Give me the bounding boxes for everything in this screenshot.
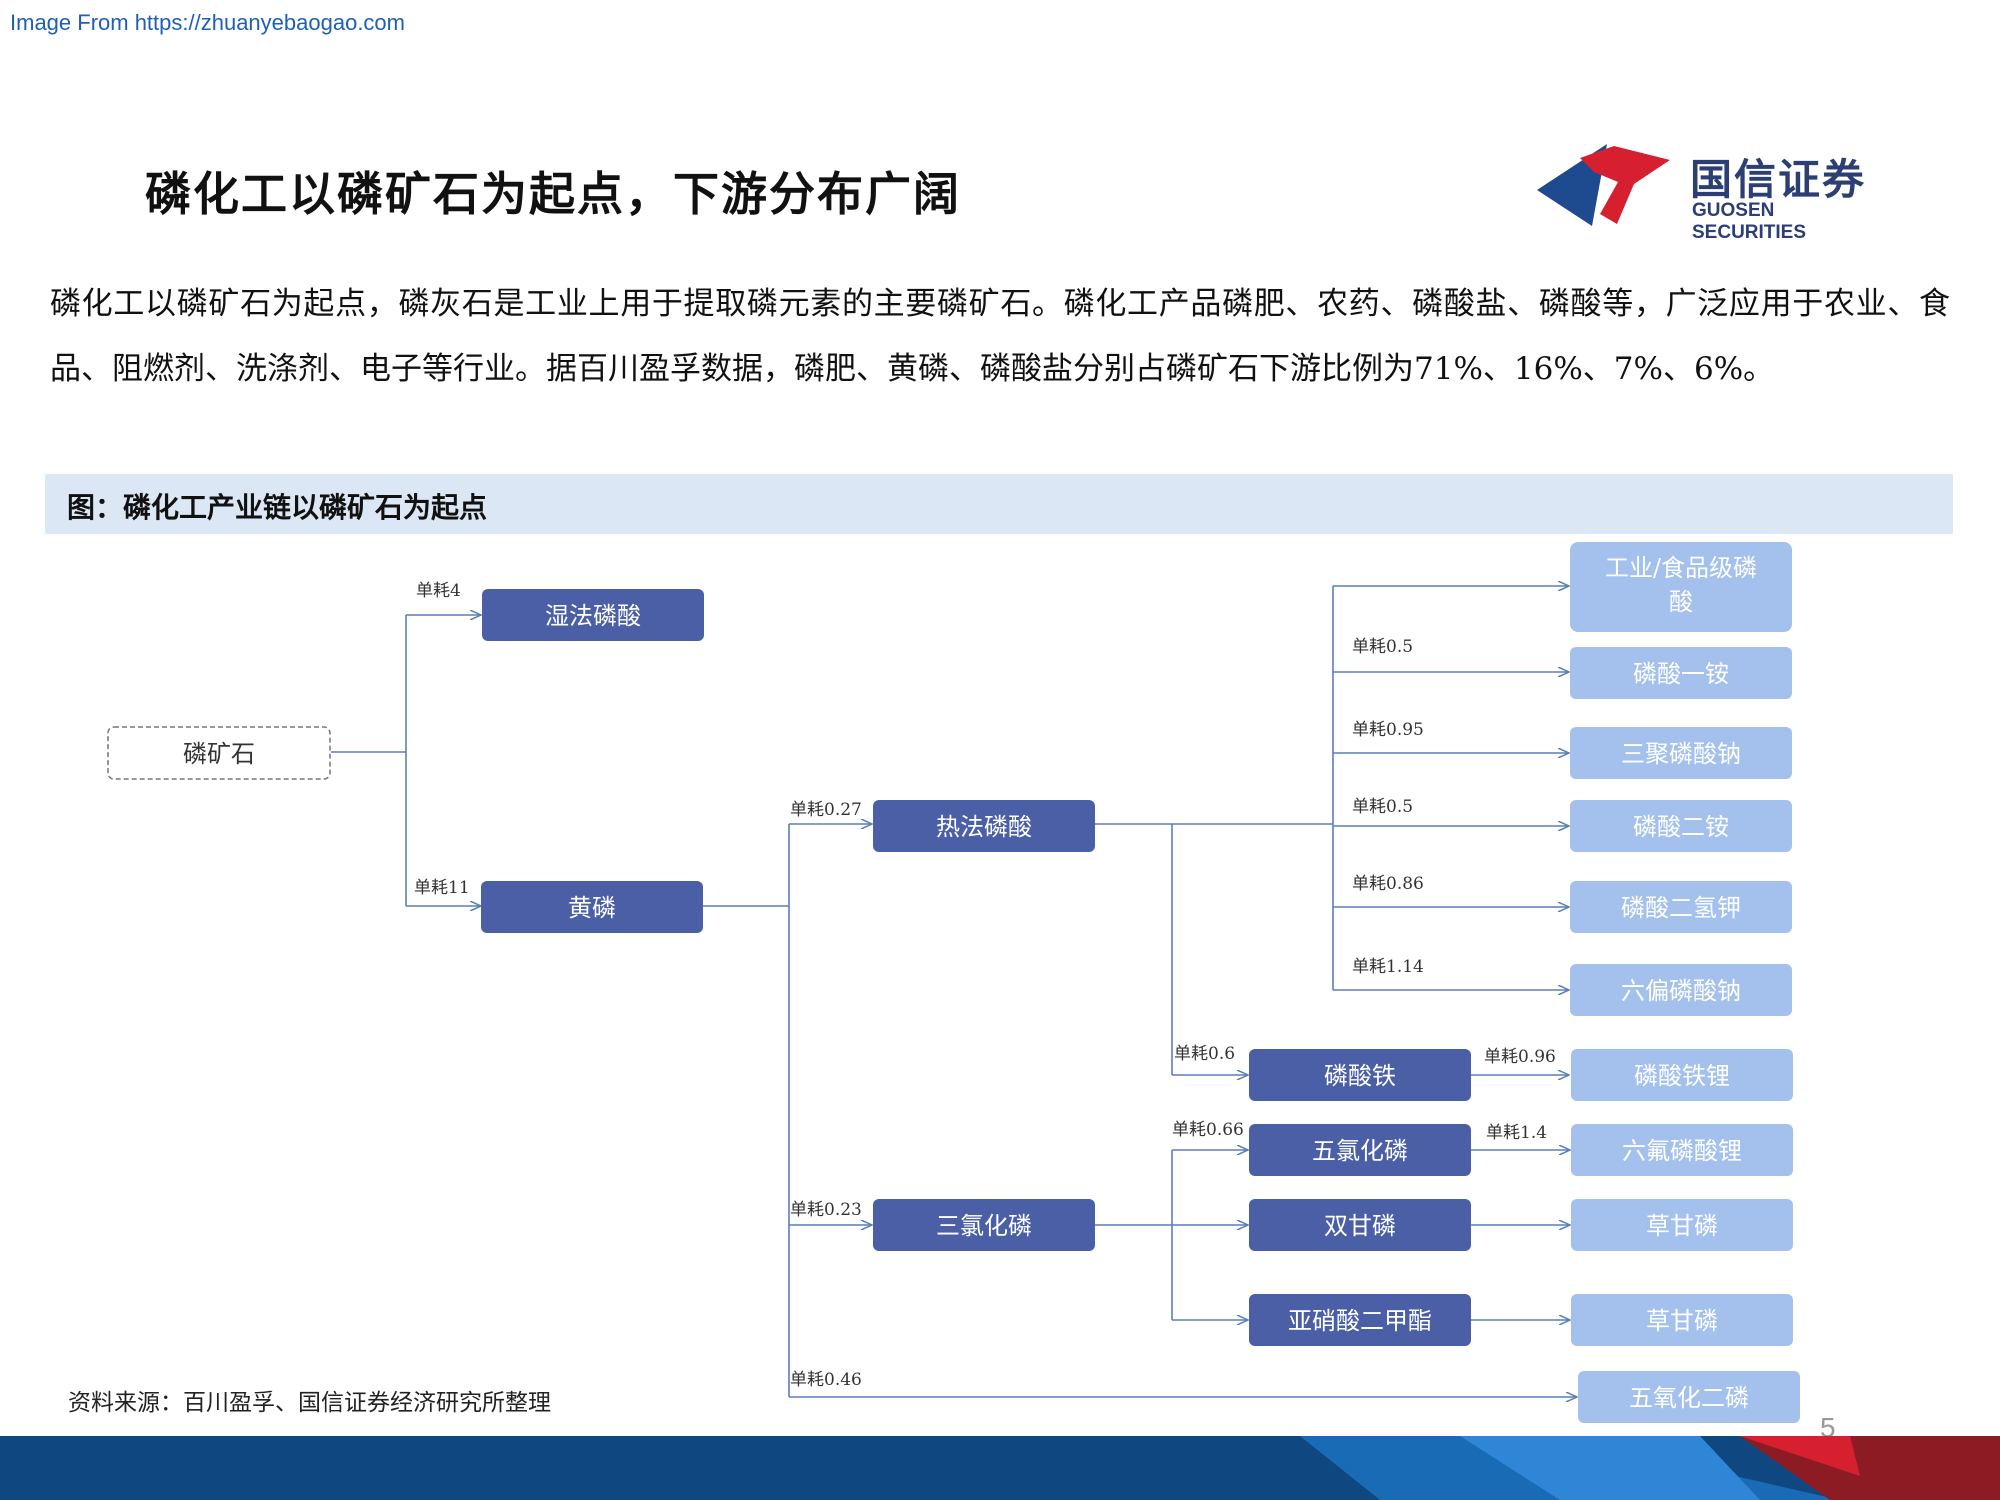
node-thermal-acid: 热法磷酸 bbox=[873, 800, 1095, 852]
node-lipf6-label: 六氟磷酸锂 bbox=[1622, 1137, 1742, 1165]
node-p2o5-label: 五氧化二磷 bbox=[1629, 1384, 1749, 1412]
node-food-acid: 工业/食品级磷 酸 bbox=[1570, 542, 1792, 632]
node-root: 磷矿石 bbox=[107, 726, 331, 780]
node-fepo4: 磷酸铁 bbox=[1249, 1049, 1471, 1101]
guosen-logo-mark-icon bbox=[1537, 144, 1670, 226]
edge-label-shmp: 单耗1.14 bbox=[1352, 957, 1424, 977]
intro-paragraph: 磷化工以磷矿石为起点，磷灰石是工业上用于提取磷元素的主要磷矿石。磷化工产品磷肥、… bbox=[50, 286, 1950, 387]
node-wet-acid-label: 湿法磷酸 bbox=[545, 602, 641, 630]
node-lfp: 磷酸铁锂 bbox=[1571, 1049, 1793, 1101]
node-stpp-label: 三聚磷酸钠 bbox=[1621, 740, 1741, 768]
node-wet-acid: 湿法磷酸 bbox=[482, 589, 704, 641]
node-p2o5-chl-label: 五氯化磷 bbox=[1312, 1137, 1408, 1165]
edge-label-lipf6: 单耗1.4 bbox=[1486, 1123, 1547, 1143]
node-thermal-acid-label: 热法磷酸 bbox=[936, 813, 1032, 841]
edge-label-dap: 单耗0.5 bbox=[1352, 797, 1413, 817]
node-shmp-label: 六偏磷酸钠 bbox=[1621, 977, 1741, 1005]
edge-label-thermal-acid: 单耗0.27 bbox=[790, 800, 862, 820]
logo-english-name: GUOSEN SECURITIES bbox=[1692, 200, 1807, 243]
edge-label-yellow-p: 单耗11 bbox=[414, 878, 470, 898]
light-nodes: 工业/食品级磷 酸 磷酸一铵 三聚磷酸钠 磷酸二铵 磷酸二氢钾 六偏磷酸钠 磷酸… bbox=[1570, 542, 1800, 1423]
node-p2o5-chl: 五氯化磷 bbox=[1249, 1124, 1471, 1176]
node-map: 磷酸一铵 bbox=[1570, 647, 1792, 699]
edge-label-wet-acid: 单耗4 bbox=[416, 581, 461, 601]
node-dmp-label: 亚硝酸二甲酯 bbox=[1288, 1307, 1432, 1335]
node-glyphosate-a: 草甘磷 bbox=[1571, 1199, 1793, 1251]
node-yellow-p: 黄磷 bbox=[481, 881, 703, 933]
node-yellow-p-label: 黄磷 bbox=[568, 894, 616, 922]
node-glyphosate-int: 双甘磷 bbox=[1249, 1199, 1471, 1251]
edge-label-map: 单耗0.5 bbox=[1352, 637, 1413, 657]
edge-label-mkp: 单耗0.86 bbox=[1352, 874, 1424, 894]
node-mkp: 磷酸二氢钾 bbox=[1570, 881, 1792, 933]
node-glyphosate-b-label: 草甘磷 bbox=[1646, 1307, 1718, 1335]
node-dap: 磷酸二铵 bbox=[1570, 800, 1792, 852]
connector-lines bbox=[331, 586, 1577, 1397]
source-note: 资料来源：百川盈孚、国信证券经济研究所整理 bbox=[68, 1390, 551, 1416]
node-pcl3-label: 三氯化磷 bbox=[936, 1212, 1032, 1240]
dark-nodes: 湿法磷酸 黄磷 热法磷酸 三氯化磷 磷酸铁 五氯化磷 双甘磷 亚硝酸二甲酯 bbox=[481, 589, 1471, 1346]
node-dap-label: 磷酸二铵 bbox=[1633, 813, 1729, 841]
node-dmp: 亚硝酸二甲酯 bbox=[1249, 1294, 1471, 1346]
node-pcl3: 三氯化磷 bbox=[873, 1199, 1095, 1251]
node-fepo4-label: 磷酸铁 bbox=[1324, 1062, 1396, 1090]
edge-label-fepo4: 单耗0.6 bbox=[1174, 1044, 1235, 1064]
footer-band bbox=[0, 1436, 2000, 1500]
node-p2o5: 五氧化二磷 bbox=[1578, 1371, 1800, 1423]
node-lipf6: 六氟磷酸锂 bbox=[1571, 1124, 1793, 1176]
figure-title-bar: 图：磷化工产业链以磷矿石为起点 bbox=[45, 474, 1953, 534]
page-title: 磷化工以磷矿石为起点，下游分布广阔 bbox=[145, 167, 961, 221]
edge-label-p2o5-chl: 单耗0.66 bbox=[1172, 1120, 1244, 1140]
guosen-logo: 国信证券 GUOSEN SECURITIES bbox=[1532, 138, 1892, 243]
figure-title: 图：磷化工产业链以磷矿石为起点 bbox=[67, 491, 488, 524]
node-glyphosate-a-label: 草甘磷 bbox=[1646, 1212, 1718, 1240]
node-shmp: 六偏磷酸钠 bbox=[1570, 964, 1792, 1016]
edge-label-pcl3: 单耗0.23 bbox=[790, 1200, 862, 1220]
node-food-acid-label-line1: 工业/食品级磷 bbox=[1605, 554, 1757, 582]
page-number: 5 bbox=[1820, 1412, 1836, 1443]
node-stpp: 三聚磷酸钠 bbox=[1570, 727, 1792, 779]
node-glyphosate-b: 草甘磷 bbox=[1571, 1294, 1793, 1346]
node-food-acid-label-line2: 酸 bbox=[1669, 588, 1693, 616]
edge-labels: 单耗4 单耗11 单耗0.27 单耗0.23 单耗0.46 单耗0.5 单耗0.… bbox=[414, 581, 1556, 1390]
logo-chinese-name: 国信证券 bbox=[1690, 155, 1867, 204]
node-root-label: 磷矿石 bbox=[183, 740, 255, 768]
watermark-link[interactable]: Image From https://zhuanyebaogao.com bbox=[10, 10, 405, 35]
edge-label-p2o5: 单耗0.46 bbox=[790, 1370, 862, 1390]
node-glyphosate-int-label: 双甘磷 bbox=[1324, 1212, 1396, 1240]
node-mkp-label: 磷酸二氢钾 bbox=[1621, 894, 1741, 922]
edge-label-lfp: 单耗0.96 bbox=[1484, 1047, 1556, 1067]
node-lfp-label: 磷酸铁锂 bbox=[1634, 1062, 1730, 1090]
edge-label-stpp: 单耗0.95 bbox=[1352, 720, 1424, 740]
node-map-label: 磷酸一铵 bbox=[1633, 660, 1729, 688]
